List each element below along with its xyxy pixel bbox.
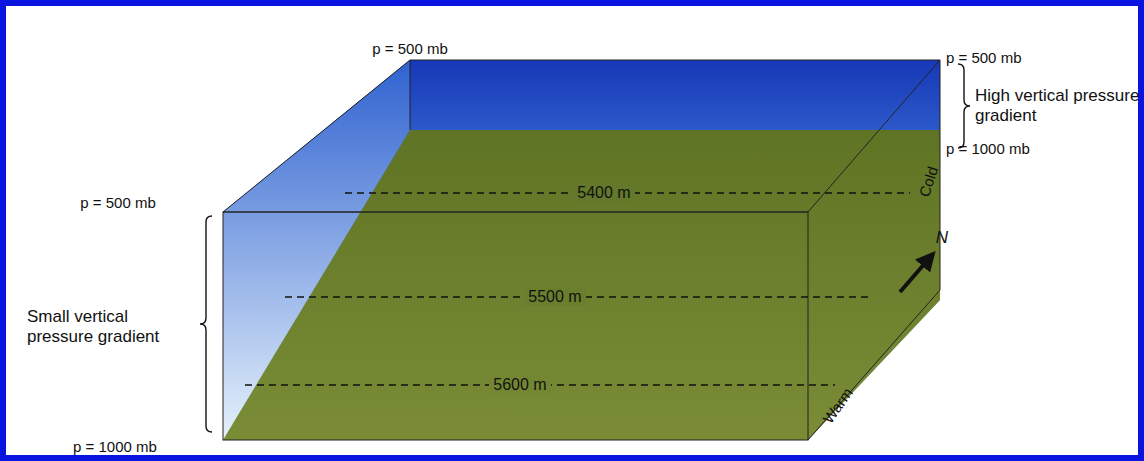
pressure-label: p = 1000 mb xyxy=(946,140,1030,157)
gradient-note: High vertical pressure gradient xyxy=(975,86,1140,125)
bracket xyxy=(958,64,970,148)
bracket xyxy=(200,216,212,432)
height-contours xyxy=(245,193,910,385)
gradient-note: Small vertical pressure gradient xyxy=(27,307,177,346)
pressure-label: p = 500 mb xyxy=(372,40,447,57)
height-label: 5600 m xyxy=(489,376,550,394)
box-edges xyxy=(223,60,940,440)
north-label: N xyxy=(936,228,948,248)
height-label: 5500 m xyxy=(524,288,585,306)
pressure-label: p = 1000 mb xyxy=(73,438,157,455)
cold-air-region xyxy=(223,60,940,440)
pressure-surface xyxy=(223,130,940,440)
pressure-label: p = 500 mb xyxy=(946,49,1021,66)
frame xyxy=(3,3,1141,458)
height-label: 5400 m xyxy=(573,184,634,202)
north-arrow xyxy=(900,254,933,292)
pressure-label: p = 500 mb xyxy=(80,194,155,211)
